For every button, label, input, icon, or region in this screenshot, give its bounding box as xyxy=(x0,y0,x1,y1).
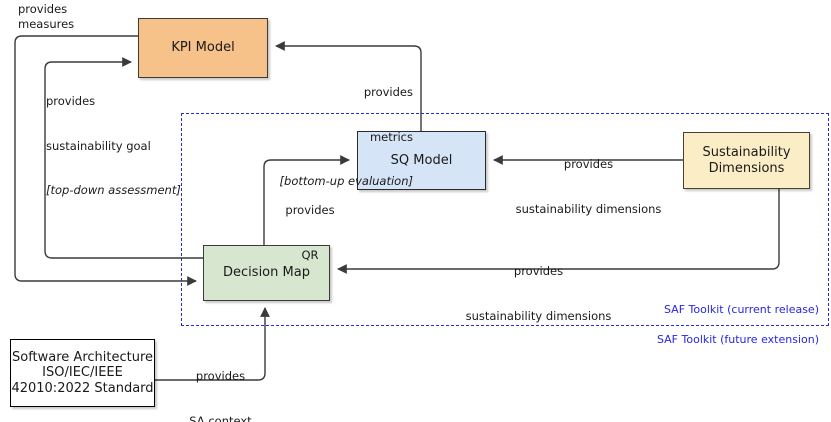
node-decision-map-label: Decision Map xyxy=(223,265,310,281)
edge-label-provides-sa-context: provides SA context xyxy=(168,340,273,422)
zone-current-release-boundary xyxy=(181,113,829,326)
node-kpi-model[interactable]: KPI Model xyxy=(138,18,268,78)
edge-label-goal-line2: sustainability goal xyxy=(46,138,151,153)
edge-label-sd-bottom-line2: sustainability dimensions xyxy=(465,308,612,323)
edge-label-qr-line2: QR xyxy=(301,247,319,262)
node-decision-map[interactable]: Decision Map xyxy=(203,245,330,301)
edge-label-goal-line1: provides xyxy=(46,94,96,109)
edge-label-goal-line3: [top-down assessment] xyxy=(46,182,181,197)
edge-label-sd-top-line2: sustainability dimensions xyxy=(515,201,662,216)
edge-label-provides-sustainability-dimensions-top: provides sustainability dimensions xyxy=(497,128,680,246)
edge-label-sd-bottom-line1: provides xyxy=(513,264,564,279)
node-software-architecture-standard[interactable]: Software Architecture ISO/IEC/IEEE 42010… xyxy=(10,339,155,407)
edge-label-provides-sustainability-dimensions-bottom: provides sustainability dimensions xyxy=(440,235,637,353)
node-sq-model-label: SQ Model xyxy=(390,152,453,168)
edge-label-metrics-line3: [bottom-up evaluation] xyxy=(279,173,413,188)
edge-label-metrics-line2: metrics xyxy=(369,129,413,144)
edge-label-sd-top-line1: provides xyxy=(563,157,614,172)
edge-label-provides-measures: provides measures xyxy=(18,2,75,31)
node-software-architecture-standard-label: Software Architecture ISO/IEC/IEEE 42010… xyxy=(11,350,154,396)
zone-label-future-extension: SAF Toolkit (future extension) xyxy=(656,333,819,346)
edge-label-qr-line1: provides xyxy=(285,203,335,218)
edge-label-provides-metrics: provides metrics [bottom-up evaluation] xyxy=(245,56,413,218)
edge-sq-to-kpi-metrics xyxy=(275,41,422,131)
edge-label-provides-qr: provides QR xyxy=(272,174,348,292)
edge-decision-map-to-sq-qr xyxy=(263,155,350,245)
edge-decision-map-to-kpi-goal xyxy=(44,57,203,259)
node-sq-model[interactable]: SQ Model xyxy=(357,131,486,190)
edge-kpi-to-decision-map-measures xyxy=(14,35,197,286)
edge-label-sa-context-line1: provides xyxy=(195,369,246,384)
edge-sd-to-decision-map-dimensions xyxy=(337,189,780,274)
edge-standard-to-decision-map-context xyxy=(155,307,270,381)
node-sustainability-dimensions[interactable]: Sustainability Dimensions xyxy=(683,132,810,189)
zone-label-current-release: SAF Toolkit (current release) xyxy=(663,303,819,316)
edge-label-metrics-line1: provides xyxy=(363,85,413,100)
edge-label-sa-context-line2: SA context xyxy=(189,413,252,422)
edge-label-provides-sustainability-goal: provides sustainability goal [top-down a… xyxy=(46,65,181,227)
node-kpi-model-label: KPI Model xyxy=(171,40,235,56)
node-sustainability-dimensions-label: Sustainability Dimensions xyxy=(702,145,791,176)
